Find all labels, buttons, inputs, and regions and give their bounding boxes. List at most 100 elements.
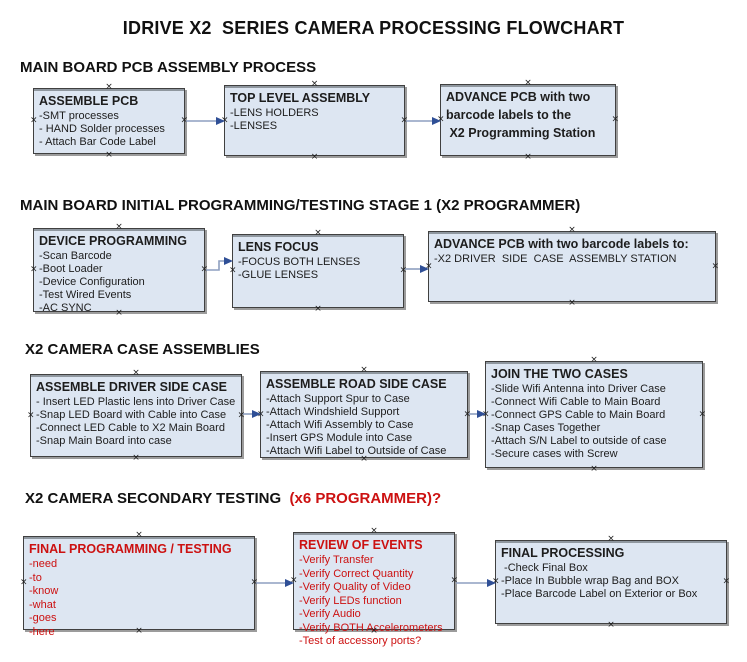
box-title: ADVANCE PCB with two — [446, 90, 591, 104]
box-title: ASSEMBLE PCB — [39, 94, 139, 108]
flow-box-join-the-two-cases: JOIN THE TWO CASES -Slide Wifi Antenna i… — [482, 356, 706, 474]
box-item: - HAND Solder processes — [39, 123, 165, 135]
connection-handle-icon: × — [221, 115, 229, 125]
connection-handle-icon: × — [524, 152, 532, 162]
flow-box-lens-focus: LENS FOCUS -FOCUS BOTH LENSES-GLUE LENSE… — [229, 229, 407, 314]
connection-handle-icon: × — [310, 79, 319, 89]
box-item-list: -Slide Wifi Antenna into Driver Case-Con… — [491, 383, 697, 461]
connection-handle-icon: × — [437, 114, 445, 125]
connection-handle-icon: × — [611, 114, 619, 125]
box-title: REVIEW OF EVENTS — [299, 538, 423, 552]
flow-box-final-processing: FINAL PROCESSING -Check Final Box-Place … — [492, 535, 730, 630]
box-item-list: -SMT processes- HAND Solder processes- A… — [39, 110, 179, 149]
connection-handle-icon: × — [250, 577, 258, 588]
box-title: ASSEMBLE DRIVER SIDE CASE — [36, 380, 228, 394]
box-item: -X2 DRIVER SIDE CASE ASSEMBLY STATION — [434, 253, 677, 265]
box-item: -Verify Correct Quantity — [299, 567, 414, 580]
box-item: barcode labels to the — [446, 108, 572, 122]
section-heading-initial-programming: MAIN BOARD INITIAL PROGRAMMING/TESTING S… — [20, 197, 581, 214]
box-item: -Place Barcode Label on Exterior or Box — [501, 588, 698, 600]
page-title: IDRIVE X2 SERIES CAMERA PROCESSING FLOWC… — [122, 18, 625, 38]
connection-handle-icon: × — [607, 620, 615, 630]
section-heading-case-assemblies: X2 CAMERA CASE ASSEMBLIES — [25, 341, 260, 358]
flow-box-final-programming-testing: FINAL PROGRAMMING / TESTING -need-to-kno… — [20, 531, 258, 638]
box-item: -goes — [29, 612, 57, 624]
connection-handle-icon: × — [310, 152, 319, 162]
box-title: FINAL PROCESSING — [501, 546, 625, 560]
box-item: -Verify Audio — [299, 608, 361, 620]
box-item: -Test Wired Events — [39, 289, 132, 301]
box-item: -Verify Transfer — [299, 554, 374, 566]
flow-box-assemble-driver-side-case: ASSEMBLE DRIVER SIDE CASE - Insert LED P… — [27, 369, 245, 463]
box-item: - Insert LED Plastic lens into Driver Ca… — [36, 396, 236, 408]
connection-handle-icon: × — [27, 410, 35, 420]
box-item-list: -Check Final Box-Place In Bubble wrap Ba… — [501, 562, 721, 601]
box-item-list: -FOCUS BOTH LENSES-GLUE LENSES — [238, 256, 398, 282]
box-item: -Snap LED Board with Cable into Case — [36, 409, 227, 421]
connection-handle-icon: × — [314, 304, 322, 314]
box-item: -Snap Main Board into case — [36, 435, 172, 447]
flow-box-review-of-events: REVIEW OF EVENTS -Verify Transfer-Verify… — [290, 527, 458, 648]
box-item: -Secure cases with Screw — [491, 448, 618, 460]
box-item: -LENSES — [230, 120, 278, 132]
connection-handle-icon: × — [425, 261, 433, 271]
box-item-list: -Attach Support Spur to Case-Attach Wind… — [266, 393, 462, 458]
box-title: ASSEMBLE ROAD SIDE CASE — [266, 377, 447, 391]
box-item: -Verify BOTH Accelerometers — [299, 621, 443, 634]
box-item-list: -need-to-know-what-goes-here — [29, 558, 249, 639]
connection-handle-icon: × — [30, 115, 38, 126]
box-title: LENS FOCUS — [238, 240, 319, 254]
connection-handle-icon: × — [590, 464, 598, 474]
box-item: -Connect GPS Cable to Main Board — [491, 409, 666, 421]
box-item-list: barcode labels to the X2 Programming Sta… — [446, 106, 610, 142]
connection-handle-icon: × — [132, 453, 140, 463]
box-item-list: -LENS HOLDERS-LENSES — [230, 107, 399, 133]
box-item: -Verify Quality of Video — [299, 581, 411, 593]
box-item: -AC SYNC — [39, 302, 92, 314]
connection-handle-icon: × — [450, 575, 458, 586]
connection-handle-icon: × — [200, 264, 208, 275]
box-item: -Attach S/N Label to outside of case — [491, 435, 667, 447]
connection-handle-icon: × — [132, 368, 140, 378]
connection-handle-icon: × — [257, 409, 265, 419]
box-item: -Test of accessory ports? — [299, 635, 422, 647]
box-item-list: -X2 DRIVER SIDE CASE ASSEMBLY STATION — [434, 253, 710, 266]
connection-handle-icon: × — [399, 265, 407, 276]
box-item: -need — [29, 558, 58, 570]
box-item-list: -Scan Barcode-Boot Loader-Device Configu… — [39, 250, 199, 315]
flow-box-assemble-pcb: ASSEMBLE PCB -SMT processes- HAND Solder… — [30, 83, 188, 160]
box-item: -Scan Barcode — [39, 250, 112, 262]
box-item: -Verify LEDs function — [299, 594, 402, 607]
box-item: -Attach Wifi Label to Outside of Case — [266, 445, 447, 457]
connection-handle-icon: × — [360, 365, 368, 375]
connection-handle-icon: × — [237, 410, 245, 420]
connection-handle-icon: × — [524, 78, 532, 88]
box-item: -Boot Loader — [39, 263, 103, 275]
box-item: -Attach Wifi Assembly to Case — [266, 419, 414, 431]
connection-handle-icon: × — [229, 265, 237, 276]
box-item: - Attach Bar Code Label — [39, 136, 156, 148]
box-title: DEVICE PROGRAMMING — [39, 234, 187, 248]
connection-handle-icon: × — [607, 534, 615, 544]
connection-handle-icon: × — [370, 526, 378, 536]
box-item: -Snap Cases Together — [491, 422, 601, 434]
connection-handle-icon: × — [290, 575, 298, 586]
connection-handle-icon: × — [698, 409, 706, 419]
box-item: -Device Configuration — [39, 276, 145, 288]
section-heading-secondary-testing: X2 CAMERA SECONDARY TESTING (x6 PROGRAMM… — [25, 490, 441, 507]
connection-handle-icon: × — [568, 225, 576, 235]
flow-box-advance-pcb-programming-station: ADVANCE PCB with two barcode labels to t… — [437, 79, 619, 162]
connection-handle-icon: × — [482, 409, 490, 419]
box-item: -Attach Support Spur to Case — [266, 393, 410, 405]
box-item: -Slide Wifi Antenna into Driver Case — [491, 383, 666, 395]
connection-handle-icon: × — [314, 228, 322, 238]
box-item: -Connect LED Cable to X2 Main Board — [36, 422, 225, 434]
box-item-list: -Verify Transfer-Verify Correct Quantity… — [299, 554, 449, 649]
box-item: -LENS HOLDERS — [230, 107, 319, 119]
section-heading-red-suffix: (x6 PROGRAMMER)? — [289, 490, 442, 507]
connection-handle-icon: × — [711, 261, 719, 271]
arrow-elbow-line — [206, 260, 225, 271]
flow-box-top-level-assembly: TOP LEVEL ASSEMBLY -LENS HOLDERS-LENSES … — [221, 80, 408, 162]
box-item: -Connect Wifi Cable to Main Board — [491, 396, 661, 408]
